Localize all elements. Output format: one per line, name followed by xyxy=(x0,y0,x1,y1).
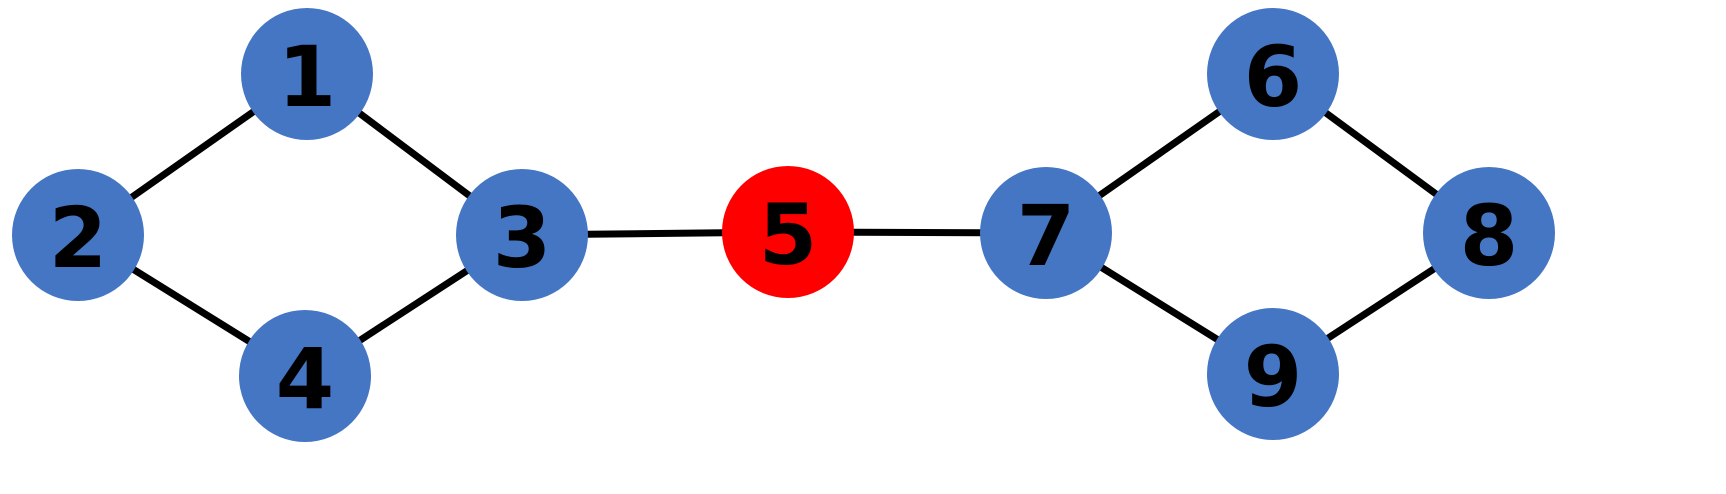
graph-node-4[interactable]: 4 xyxy=(239,310,371,442)
node-label-4: 4 xyxy=(276,330,334,428)
node-circle-7[interactable] xyxy=(980,167,1112,299)
node-label-7: 7 xyxy=(1017,187,1075,285)
node-label-5: 5 xyxy=(759,186,817,284)
node-circle-4[interactable] xyxy=(239,310,371,442)
graph-edge xyxy=(356,266,471,345)
graph-node-1[interactable]: 1 xyxy=(241,8,373,140)
graph-node-5[interactable]: 5 xyxy=(722,166,854,298)
node-circle-6[interactable] xyxy=(1207,8,1339,140)
graph-node-6[interactable]: 6 xyxy=(1207,8,1339,140)
graph-node-2[interactable]: 2 xyxy=(12,169,144,301)
node-label-9: 9 xyxy=(1244,328,1302,426)
graph-node-3[interactable]: 3 xyxy=(456,169,588,301)
node-label-1: 1 xyxy=(278,28,336,126)
graph-edge xyxy=(1098,263,1221,344)
node-circle-1[interactable] xyxy=(241,8,373,140)
node-circle-5[interactable] xyxy=(722,166,854,298)
graph-node-7[interactable]: 7 xyxy=(980,167,1112,299)
node-label-8: 8 xyxy=(1460,187,1518,285)
node-label-6: 6 xyxy=(1244,28,1302,126)
node-label-3: 3 xyxy=(493,189,551,287)
node-circle-3[interactable] xyxy=(456,169,588,301)
graph-node-9[interactable]: 9 xyxy=(1207,308,1339,440)
graph-edge xyxy=(1096,107,1223,200)
graph-node-8[interactable]: 8 xyxy=(1423,167,1555,299)
node-circle-9[interactable] xyxy=(1207,308,1339,440)
node-circle-2[interactable] xyxy=(12,169,144,301)
edges-layer xyxy=(128,107,1440,346)
graph-edge xyxy=(128,107,257,202)
graph-edge xyxy=(1324,265,1438,342)
graph-edge xyxy=(356,109,473,200)
node-circle-8[interactable] xyxy=(1423,167,1555,299)
nodes-layer: 1 2 3 4 5 6 7 8 9 xyxy=(12,8,1555,442)
node-label-2: 2 xyxy=(49,189,107,287)
graph-edge xyxy=(851,228,983,237)
graph-edge xyxy=(130,265,253,346)
graph-edge xyxy=(1322,109,1440,198)
graph-edge xyxy=(585,229,725,238)
